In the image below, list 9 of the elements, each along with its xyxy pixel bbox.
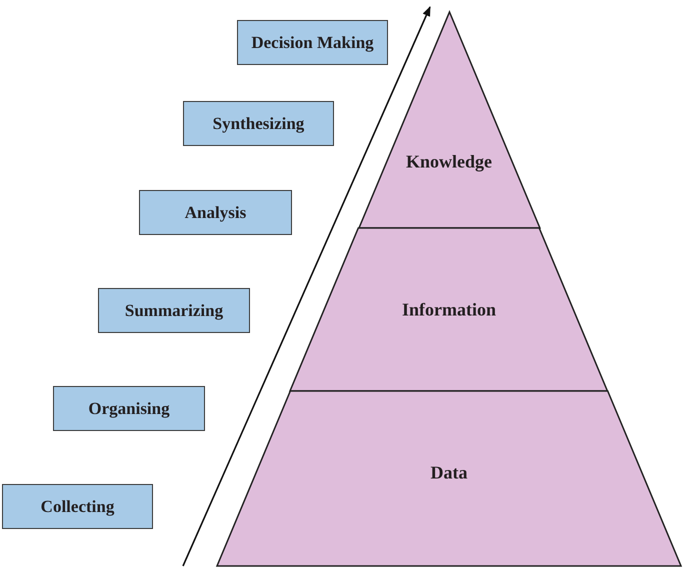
- tier-label: Information: [402, 300, 496, 320]
- step-box: Synthesizing: [183, 101, 334, 146]
- step-box: Collecting: [2, 484, 153, 529]
- tier-label: Knowledge: [406, 152, 492, 172]
- step-box: Summarizing: [98, 288, 250, 333]
- tier-label: Data: [430, 462, 468, 484]
- step-box: Decision Making: [237, 20, 388, 65]
- step-box: Organising: [53, 386, 205, 431]
- step-box: Analysis: [139, 190, 292, 235]
